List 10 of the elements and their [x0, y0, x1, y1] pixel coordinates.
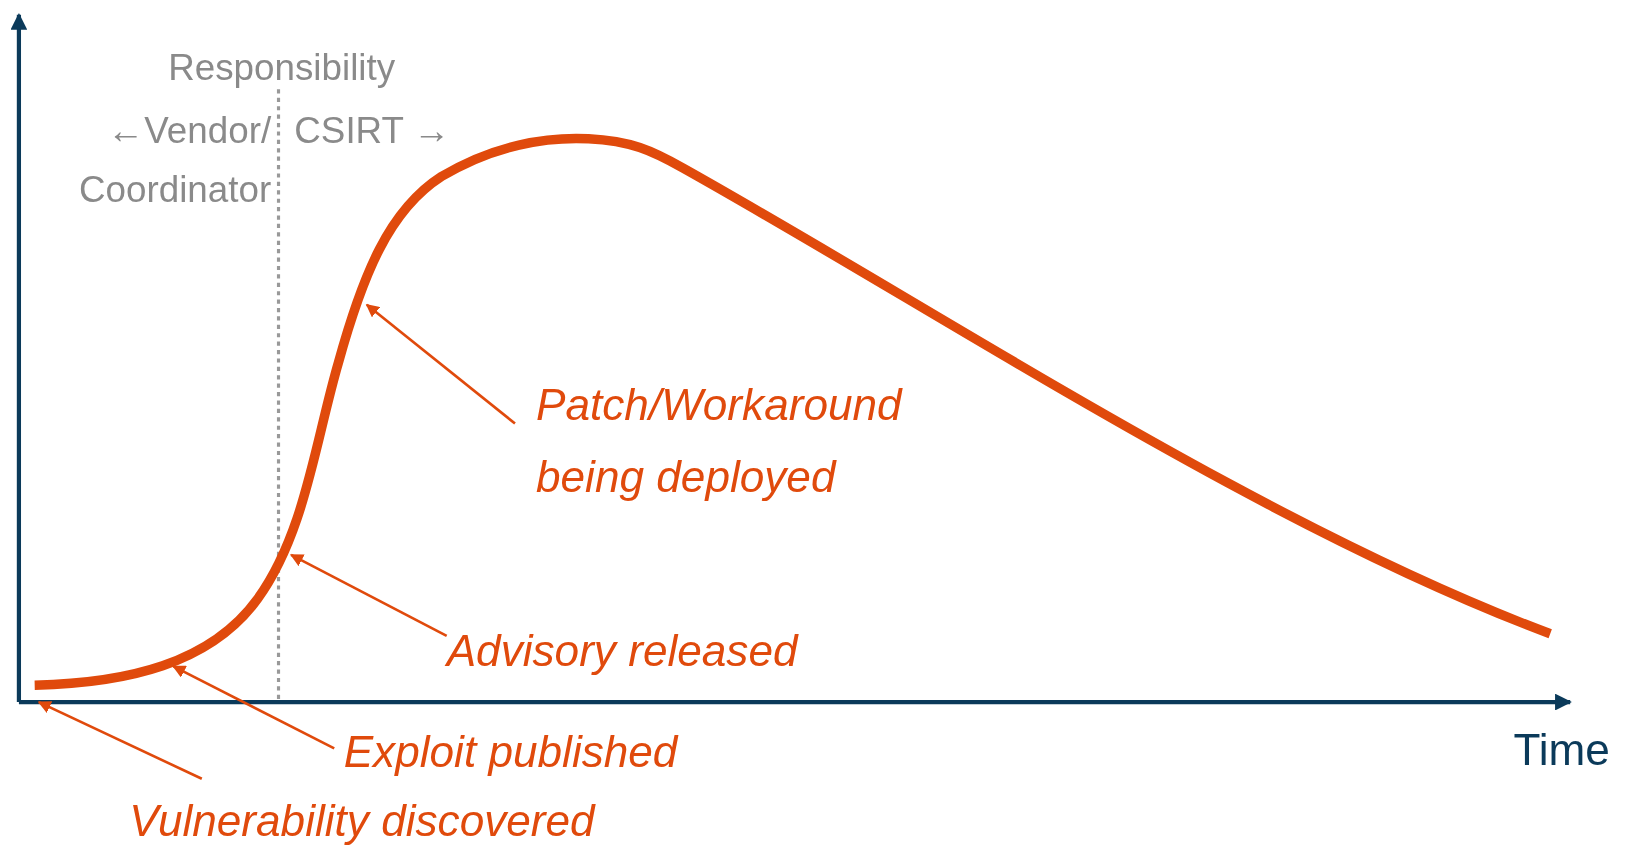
heading-label: Responsibility: [168, 45, 396, 90]
annotation-text: Advisory released: [446, 615, 798, 688]
leader-line: [172, 665, 335, 750]
side-label: ←Vendor/ Coordinator: [77, 108, 272, 212]
leader-line: [289, 553, 448, 637]
axis-label: Time: [1513, 725, 1610, 776]
side-label: CSIRT →: [294, 108, 451, 153]
leader-line: [37, 700, 203, 780]
annotation-text: Patch/Workaround being deployed: [536, 369, 999, 513]
leader-line: [365, 303, 516, 425]
